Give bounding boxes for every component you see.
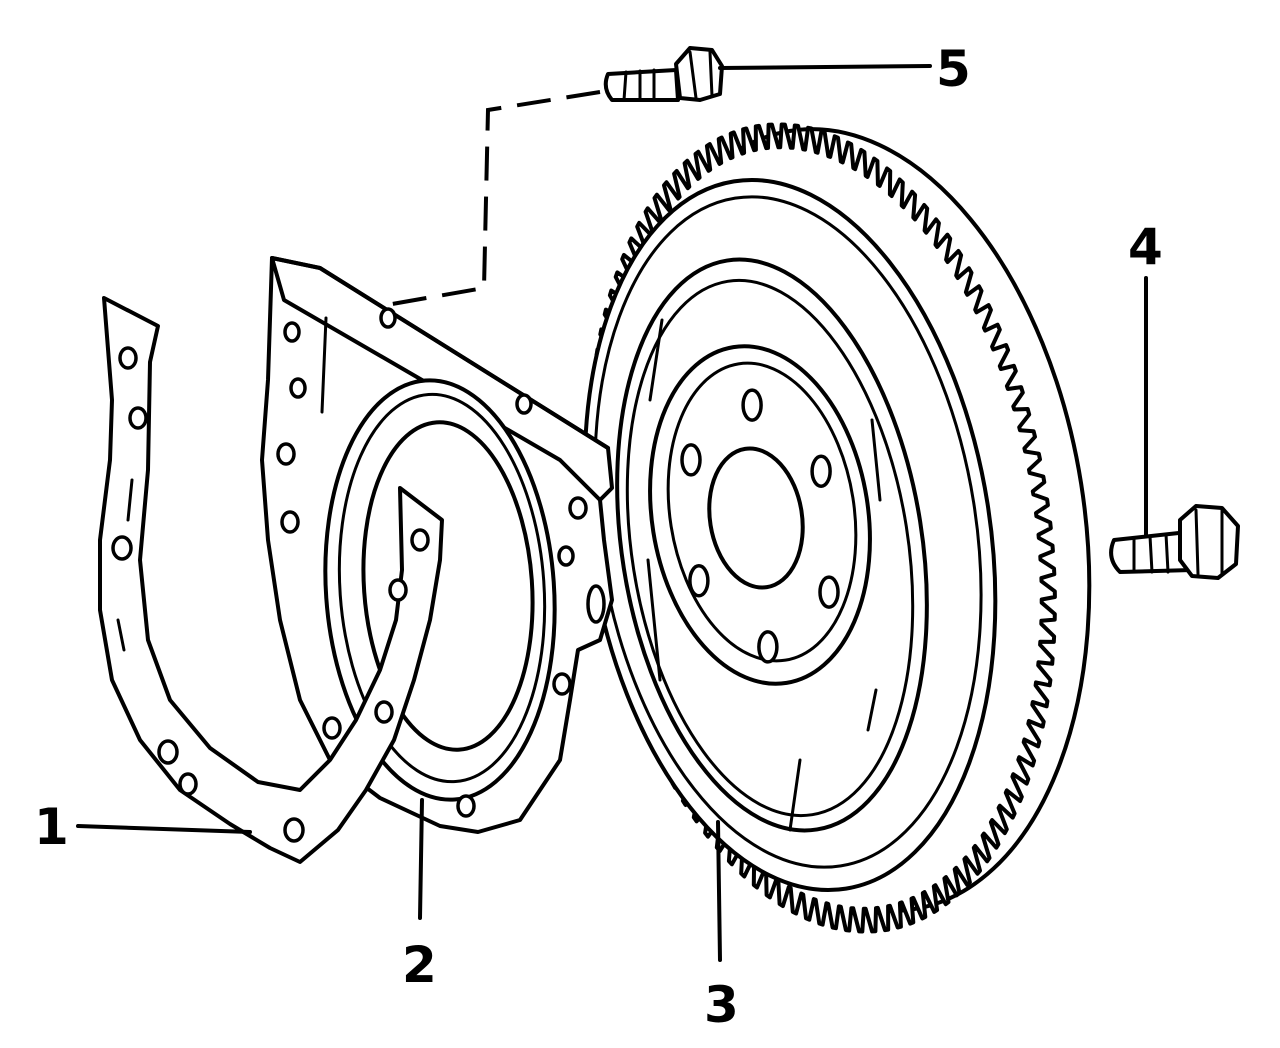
leader-lines — [76, 64, 1148, 962]
flywheel-bolt-hole — [688, 564, 710, 598]
callout-2: 2 — [402, 936, 437, 994]
bolt-4-head-facets — [1194, 508, 1224, 576]
gasket-holes — [111, 346, 430, 843]
bolt-5-threads — [622, 68, 656, 102]
leader-3 — [716, 820, 722, 962]
bolt-4-threads — [1132, 532, 1170, 574]
gasket — [98, 296, 444, 864]
bolt-5-head — [674, 46, 724, 102]
flywheel-bolt-holes — [680, 388, 840, 664]
flywheel-bolt-hole — [741, 388, 763, 422]
leader-1 — [76, 824, 252, 834]
flywheel-bolt-hole — [810, 454, 832, 488]
bolt-5-shank — [603, 68, 680, 102]
flywheel-ring-2 — [615, 257, 929, 833]
bolt-5 — [603, 46, 724, 102]
flywheel-bolt-hole — [757, 630, 779, 664]
callout-5: 5 — [936, 40, 971, 98]
flywheel-hub-outer — [648, 344, 872, 686]
seal-housing-bore-inner — [361, 420, 535, 752]
seal-housing-bore-ring — [337, 392, 547, 784]
bolt-5-alignment-line — [391, 90, 601, 306]
gasket-body — [98, 296, 444, 864]
seal-housing-shading — [320, 316, 328, 414]
flywheel-ring-3 — [625, 278, 915, 818]
callout-4: 4 — [1128, 218, 1163, 276]
callout-3: 3 — [704, 976, 739, 1034]
bolt-4 — [1109, 504, 1240, 580]
gasket-shading — [116, 478, 134, 652]
bolt-5-head-facets — [688, 50, 714, 100]
flywheel-hub-inner — [666, 361, 858, 663]
flywheel-center-bore — [707, 446, 805, 590]
bolt-4-head — [1178, 504, 1240, 580]
callout-1: 1 — [34, 798, 69, 856]
leader-5 — [718, 64, 932, 70]
seal-housing-holes — [276, 307, 606, 818]
flywheel-bolt-hole — [818, 575, 840, 609]
leader-2 — [418, 798, 424, 920]
flywheel-bolt-hole — [680, 443, 702, 477]
flywheel-shading — [646, 318, 882, 832]
flywheel — [582, 122, 1092, 934]
